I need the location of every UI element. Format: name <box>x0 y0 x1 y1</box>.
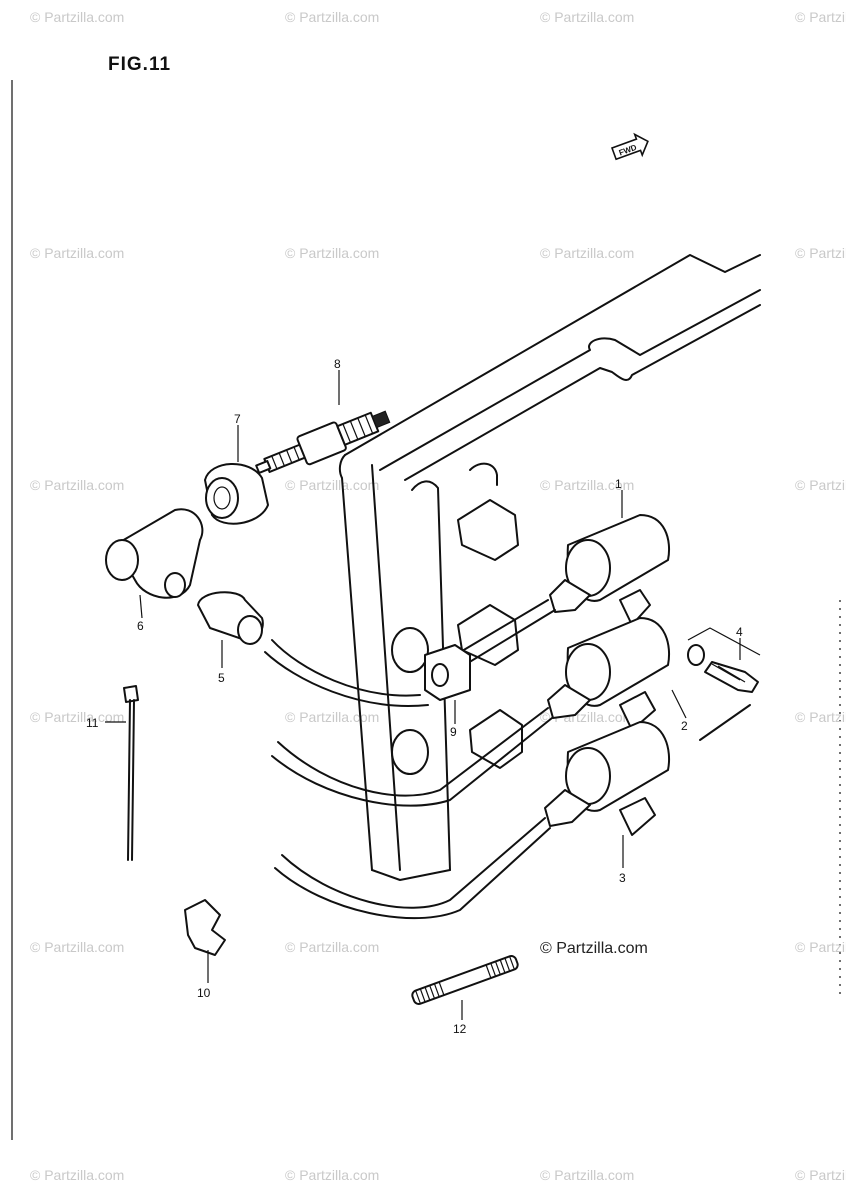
main-watermark: © Partzilla.com <box>540 940 648 957</box>
cable-tie-11 <box>123 685 139 861</box>
leader-lines <box>105 370 741 1020</box>
watermark: © Partzilla.com <box>30 709 124 725</box>
watermark: © Partzilla.com <box>540 9 634 25</box>
watermark: © Partzilla.com <box>795 477 846 493</box>
watermark: © Partzilla.com <box>285 1167 379 1183</box>
boss <box>391 627 429 673</box>
watermark: © Partzilla.com <box>540 245 634 261</box>
watermark: © Partzilla.com <box>795 9 846 25</box>
watermark: © Partzilla.com <box>285 245 379 261</box>
callout-1: 1 <box>615 477 622 491</box>
callout-12: 12 <box>453 1022 467 1036</box>
watermark: © Partzilla.com <box>30 477 124 493</box>
callout-8: 8 <box>334 357 341 371</box>
watermark: © Partzilla.com <box>795 939 846 955</box>
watermark-tiles: © Partzilla.com © Partzilla.com © Partzi… <box>30 9 846 1183</box>
callout-4: 4 <box>736 625 743 639</box>
plug-cap-6 <box>105 508 204 599</box>
watermark: © Partzilla.com <box>795 1167 846 1183</box>
callout-3: 3 <box>619 871 626 885</box>
callout-5: 5 <box>218 671 225 685</box>
front-direction-marker: FWD <box>610 132 649 161</box>
callout-11: 11 <box>86 716 99 730</box>
callout-6: 6 <box>137 619 144 633</box>
watermark: © Partzilla.com <box>540 477 634 493</box>
watermark: © Partzilla.com <box>285 9 379 25</box>
watermark: © Partzilla.com <box>795 245 846 261</box>
callout-7: 7 <box>234 412 241 426</box>
stud-12 <box>411 955 519 1005</box>
callout-9: 9 <box>450 725 457 739</box>
figure-label: FIG.11 <box>108 54 171 75</box>
coil-mount-pad <box>469 709 523 769</box>
ignition-coil-2 <box>547 617 670 731</box>
plug-cap-seal-7 <box>204 463 269 525</box>
spark-plug-8 <box>255 410 391 474</box>
callout-2: 2 <box>681 719 688 733</box>
callout-10: 10 <box>197 986 211 1000</box>
watermark: © Partzilla.com <box>30 939 124 955</box>
watermark: © Partzilla.com <box>30 245 124 261</box>
ignition-coil-3 <box>544 721 670 836</box>
watermark: © Partzilla.com <box>540 1167 634 1183</box>
coil-mount-pad <box>457 499 519 561</box>
high-tension-leads <box>264 639 751 920</box>
bolt-and-washer-4 <box>687 627 761 693</box>
boss <box>391 729 429 775</box>
clip-10 <box>184 899 226 956</box>
watermark: © Partzilla.com <box>285 939 379 955</box>
watermark: © Partzilla.com <box>285 477 379 493</box>
grommet-5 <box>197 591 264 645</box>
ignition-coil-1 <box>429 514 670 681</box>
callouts: 1 2 3 4 5 6 7 8 9 10 11 12 <box>86 357 743 1036</box>
watermark: © Partzilla.com <box>30 1167 124 1183</box>
watermark: © Partzilla.com <box>285 709 379 725</box>
watermark: © Partzilla.com <box>30 9 124 25</box>
engine-cover-outline <box>338 254 761 881</box>
lead-clamp-9 <box>424 644 471 701</box>
watermark: © Partzilla.com <box>795 709 846 725</box>
